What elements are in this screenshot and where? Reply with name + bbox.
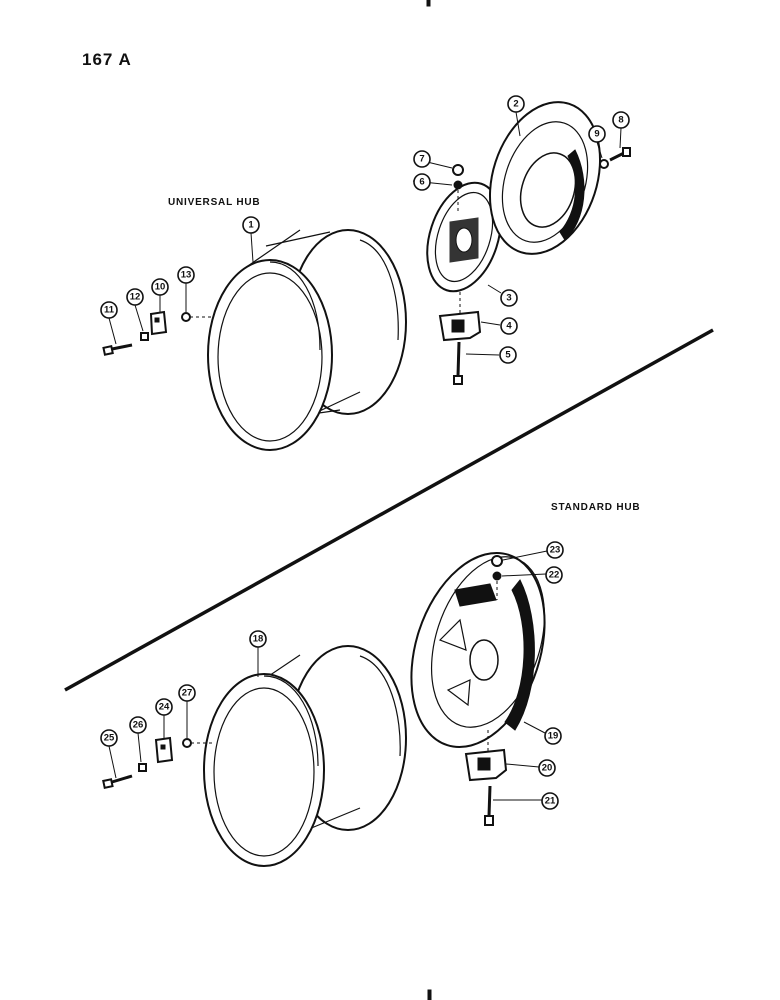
bolt-8 [609,147,631,162]
svg-text:6: 6 [419,177,424,188]
callout-7: 7 [413,150,431,168]
svg-text:27: 27 [182,688,193,699]
callout-25: 25 [100,729,118,747]
svg-text:13: 13 [181,270,192,281]
section-divider-line [64,328,714,692]
callout-3: 3 [500,289,518,307]
svg-text:2: 2 [513,99,518,110]
svg-text:25: 25 [104,733,115,744]
clamp-24 [154,736,174,764]
callout-12: 12 [126,288,144,306]
svg-text:22: 22 [549,570,560,581]
wheel-rim-18 [203,645,407,867]
callout-21: 21 [541,792,559,810]
svg-text:3: 3 [506,293,511,304]
washer-22 [492,571,502,581]
washer-12 [140,332,149,341]
leader-lines [108,111,622,801]
svg-text:4: 4 [506,321,512,332]
page-number: 167 A [82,50,132,69]
bolt-25 [102,774,133,789]
svg-text:20: 20 [542,763,553,774]
svg-text:8: 8 [618,115,623,126]
callout-2: 2 [507,95,525,113]
callout-27: 27 [178,684,196,702]
clamp-10 [149,310,168,336]
standard-hub-label: STANDARD HUB [551,502,641,513]
nut-23 [491,555,503,567]
top-registration-mark [426,0,431,7]
svg-text:1: 1 [248,220,254,231]
callout-24: 24 [155,698,173,716]
bolt-21 [484,785,494,826]
callout-11: 11 [100,301,118,319]
svg-text:10: 10 [155,282,166,293]
svg-text:23: 23 [550,545,561,556]
washer-9 [599,159,609,169]
callout-5: 5 [499,346,517,364]
wheel-weight-2 [488,101,602,255]
callout-19: 19 [544,727,562,745]
callout-26: 26 [129,716,147,734]
svg-text:9: 9 [594,129,599,140]
nut-7 [452,164,464,176]
washer-26 [138,763,147,772]
svg-text:21: 21 [545,796,556,807]
callout-6: 6 [413,173,431,191]
callout-8: 8 [612,111,630,129]
svg-text:5: 5 [505,350,511,361]
bolt-11 [102,343,133,356]
svg-text:19: 19 [548,731,559,742]
callout-13: 13 [177,266,195,284]
svg-text:24: 24 [159,702,170,713]
callout-9: 9 [588,125,606,143]
bottom-registration-mark [427,989,432,1000]
hub-weight-19 [410,551,546,749]
svg-text:11: 11 [104,305,115,316]
callout-10: 10 [151,278,169,296]
svg-text:7: 7 [419,154,424,165]
bolt-5 [453,341,463,385]
svg-text:12: 12 [130,292,141,303]
callout-1: 1 [242,216,260,234]
universal-hub-label: UNIVERSAL HUB [168,197,261,208]
callout-22: 22 [545,566,563,584]
callout-4: 4 [500,317,518,335]
clamp-20 [464,748,508,782]
svg-text:18: 18 [253,634,264,645]
nut-27 [182,738,192,748]
clamp-4 [438,310,482,342]
wheel-rim-1 [207,229,407,451]
callout-20: 20 [538,759,556,777]
callout-18: 18 [249,630,267,648]
svg-text:26: 26 [133,720,144,731]
nut-13 [181,312,191,322]
hub-center-3 [426,181,502,293]
callout-23: 23 [546,541,564,559]
washer-6 [453,180,463,190]
